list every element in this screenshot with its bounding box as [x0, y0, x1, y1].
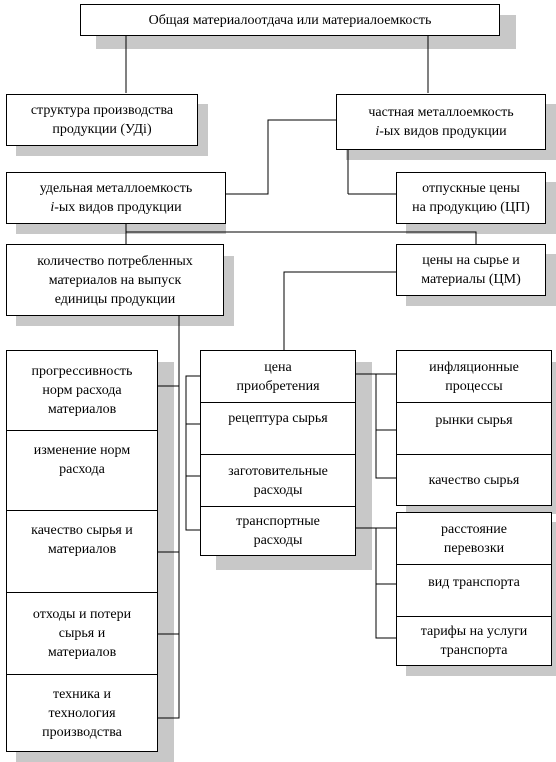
- cell-line: перевозки: [443, 540, 505, 556]
- node-label-part: -ых видов продукции: [379, 124, 507, 139]
- left-factor-stack: прогрессивность норм расхода материалов …: [6, 350, 158, 752]
- cell-line: изменение норм: [33, 443, 131, 458]
- node-label-line: единицы продукции: [54, 291, 176, 307]
- middle-factor-stack: цена приобретения рецептура сырья загото…: [200, 350, 356, 556]
- node-overall-material-efficiency: Общая материалоотдача или материалоемкос…: [80, 4, 500, 36]
- cell-line: рынки сырья: [435, 413, 513, 428]
- cell-line: приобретения: [236, 378, 320, 394]
- node-product-prices: отпускные цены на продукцию (ЦП): [396, 172, 546, 224]
- right-upper-factor-stack: инфляционные процессы рынки сырья качест…: [396, 350, 552, 506]
- italic-index: i: [50, 200, 55, 215]
- factor-cell: отходы и потери сырья и материалов: [7, 593, 157, 675]
- node-label-line: на продукцию (ЦП): [412, 200, 530, 215]
- cell-line: качество сырья и: [31, 523, 133, 538]
- cell-line: технология: [48, 705, 116, 721]
- cell-line: заготовительные: [228, 463, 328, 479]
- node-label-line: удельная металлоемкость: [39, 181, 193, 196]
- cell-line: вид транспорта: [428, 575, 520, 590]
- node-material-quantity: количество потребленных материалов на вы…: [6, 244, 224, 316]
- cell-line: сырья и: [58, 626, 106, 641]
- node-label-part: -ых видов продукции: [54, 200, 182, 215]
- node-label-line: цены на сырье и: [422, 253, 520, 268]
- node-label-line: материалов на выпуск: [48, 272, 182, 288]
- node-label-line: материалы (ЦМ): [421, 272, 521, 287]
- factor-cell: расстояние перевозки: [397, 513, 551, 565]
- factor-cell: техника и технология производства: [7, 675, 157, 751]
- node-label-line: i-ых видов продукции: [50, 198, 181, 217]
- cell-line: норм расхода: [42, 383, 122, 398]
- cell-line: рецептура сырья: [228, 411, 328, 426]
- cell-line: цена: [264, 359, 292, 375]
- cell-line: расходы: [253, 533, 303, 548]
- cell-line: качество сырья: [428, 472, 520, 488]
- italic-index: i: [375, 124, 380, 139]
- node-raw-material-prices: цены на сырье и материалы (ЦМ): [396, 244, 546, 296]
- node-specific-metal-intensity: удельная металлоемкость i-ых видов проду…: [6, 172, 226, 224]
- factor-cell: качество сырья и материалов: [7, 511, 157, 593]
- node-label: Общая материалоотдача или материалоемкос…: [148, 12, 432, 28]
- cell-line: расходы: [253, 482, 303, 498]
- factor-cell: тарифы на услуги транспорта: [397, 617, 551, 665]
- factor-cell: рынки сырья: [397, 403, 551, 455]
- cell-line: транспортные: [236, 514, 320, 529]
- right-lower-factor-stack: расстояние перевозки вид транспорта тари…: [396, 512, 552, 666]
- cell-line: материалов: [47, 645, 117, 660]
- factor-cell: инфляционные процессы: [397, 351, 551, 403]
- factor-cell: цена приобретения: [201, 351, 355, 403]
- factor-cell: качество сырья: [397, 455, 551, 505]
- cell-line: материалов: [47, 402, 117, 417]
- cell-line: техника и: [53, 686, 111, 702]
- cell-line: транспорта: [440, 643, 508, 658]
- factor-cell: заготовительные расходы: [201, 455, 355, 507]
- cell-line: материалов: [47, 542, 117, 557]
- cell-line: тарифы на услуги: [420, 624, 528, 639]
- cell-line: производства: [42, 724, 122, 740]
- node-label-line: отпускные цены: [422, 181, 520, 196]
- cell-line: расстояние: [441, 521, 507, 537]
- cell-line: процессы: [445, 378, 503, 394]
- factor-cell: транспортные расходы: [201, 507, 355, 555]
- cell-line: расхода: [59, 462, 105, 477]
- factor-cell: прогрессивность норм расхода материалов: [7, 351, 157, 431]
- node-label-line: i-ых видов продукции: [375, 122, 506, 141]
- node-label-line: продукции (УДi): [52, 122, 152, 137]
- factor-cell: вид транспорта: [397, 565, 551, 617]
- cell-line: отходы и потери: [32, 607, 132, 622]
- factor-cell: рецептура сырья: [201, 403, 355, 455]
- factor-cell: изменение норм расхода: [7, 431, 157, 511]
- node-label-line: количество потребленных: [37, 253, 193, 269]
- node-label-line: частная металлоемкость: [368, 105, 514, 120]
- node-label-line: структура производства: [30, 103, 174, 118]
- cell-line: прогрессивность: [31, 364, 133, 379]
- node-product-structure: структура производства продукции (УДi): [6, 94, 198, 146]
- node-partial-metal-intensity: частная металлоемкость i-ых видов продук…: [336, 94, 546, 150]
- cell-line: инфляционные: [429, 359, 519, 375]
